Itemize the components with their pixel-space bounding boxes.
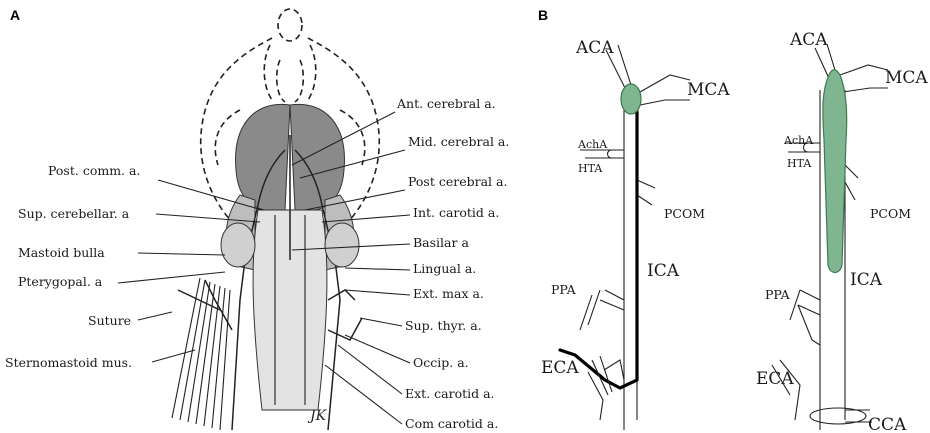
leader-lingual (345, 268, 410, 270)
label-sternomastoid: Sternomastoid mus. (5, 355, 132, 370)
label-ext-carotid: Ext. carotid a. (405, 386, 495, 401)
leader-occip (345, 335, 410, 363)
b-left-pcom: PCOM (664, 206, 705, 221)
label-ext-max: Ext. max a. (413, 286, 484, 301)
label-suture: Suture (88, 313, 131, 328)
b-left-acha: AchA (577, 138, 608, 151)
label-com-carotid: Com carotid a. (405, 416, 498, 431)
vessel-schematic-left (560, 45, 690, 430)
panel-a-label: A (10, 7, 20, 23)
b-right-aca: ACA (789, 30, 828, 50)
b-left-hta: HTA (578, 162, 603, 175)
leader-sup-thyr (360, 318, 402, 326)
b-right-hta: HTA (787, 157, 812, 170)
b-right-acha: AchA (783, 134, 814, 147)
b-left-aca: ACA (575, 38, 614, 58)
label-sup-thyr: Sup. thyr. a. (405, 318, 482, 333)
label-occip: Occip. a. (413, 355, 469, 370)
panel-b-label: B (538, 7, 548, 23)
b-right-mca: MCA (885, 68, 928, 88)
b-left-eca: ECA (541, 358, 579, 378)
label-lingual: Lingual a. (413, 261, 476, 276)
b-right-ppa: PPA (765, 287, 791, 302)
leader-mastoid-bulla (138, 253, 225, 255)
b-right-cca: CCA (868, 415, 907, 433)
b-left-mca: MCA (687, 80, 730, 100)
artist-signature: JK (307, 408, 328, 424)
label-post-cerebral: Post cerebral a. (408, 174, 507, 189)
leader-ext-max (345, 290, 410, 295)
label-pterygopal: Pterygopal. a (18, 274, 103, 289)
label-post-comm: Post. comm. a. (48, 163, 140, 178)
label-mastoid-bulla: Mastoid bulla (18, 245, 105, 260)
b-left-ica: ICA (647, 261, 680, 281)
label-basilar: Basilar a (413, 235, 469, 250)
leader-pterygopal (118, 272, 225, 283)
b-right-pcom: PCOM (870, 206, 911, 221)
label-ant-cerebral: Ant. cerebral a. (396, 96, 496, 111)
leader-suture (138, 312, 172, 320)
label-sup-cerebellar: Sup. cerebellar. a (18, 206, 130, 221)
label-mid-cerebral: Mid. cerebral a. (408, 134, 509, 149)
b-right-ica: ICA (850, 270, 883, 290)
leader-sternomastoid (152, 350, 195, 362)
label-int-carotid: Int. carotid a. (413, 205, 499, 220)
b-right-eca: ECA (756, 369, 794, 389)
leader-com-carotid (325, 365, 402, 424)
b-left-ppa: PPA (551, 282, 577, 297)
leader-ext-carotid (338, 345, 402, 394)
